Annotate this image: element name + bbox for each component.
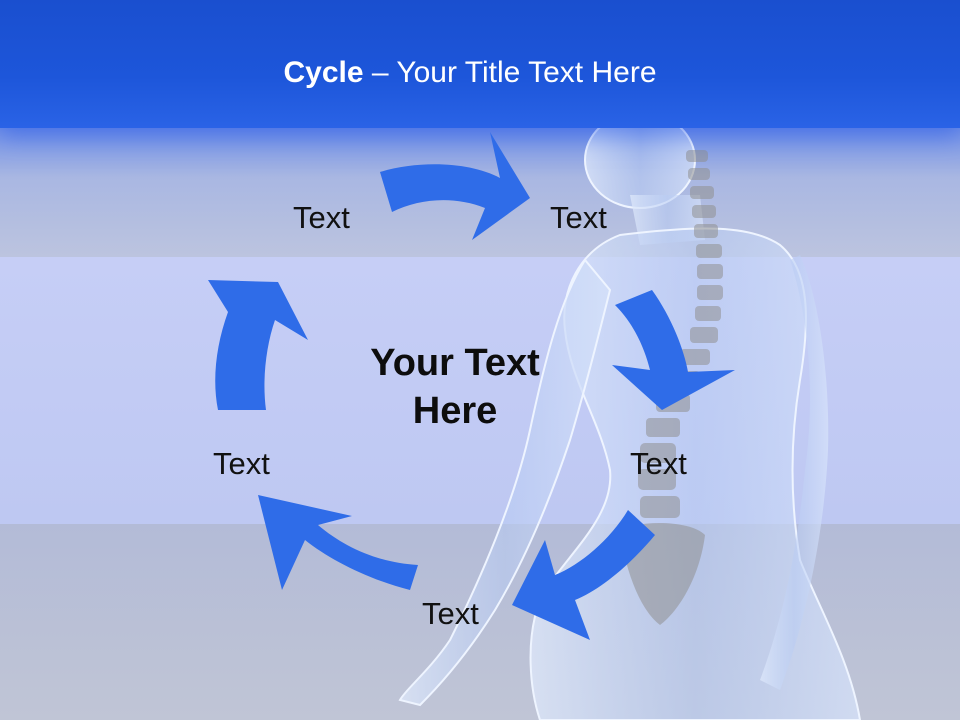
body-silhouette [398, 111, 862, 720]
cycle-arrow-3 [512, 510, 655, 640]
cycle-arrow-4 [258, 495, 418, 590]
title-rest: – Your Title Text Here [363, 56, 657, 89]
cycle-arrow-5 [208, 280, 308, 410]
cycle-arrow-1 [380, 132, 530, 240]
cycle-label-left: Text [213, 446, 270, 481]
center-text-line2: Here [412, 389, 498, 432]
slide-title: Cycle – Your Title Text Here [0, 56, 940, 90]
center-text-line1: Your Text [370, 342, 540, 384]
cycle-label-top-right: Text [550, 200, 607, 235]
cycle-arrow-2 [612, 290, 735, 410]
cycle-label-right: Text [630, 446, 687, 481]
title-bar [0, 0, 960, 128]
cycle-label-bottom: Text [422, 596, 479, 631]
cycle-label-top-left: Text [293, 200, 350, 235]
center-text: Your Text Here [330, 340, 580, 435]
title-bold: Cycle [283, 56, 364, 89]
